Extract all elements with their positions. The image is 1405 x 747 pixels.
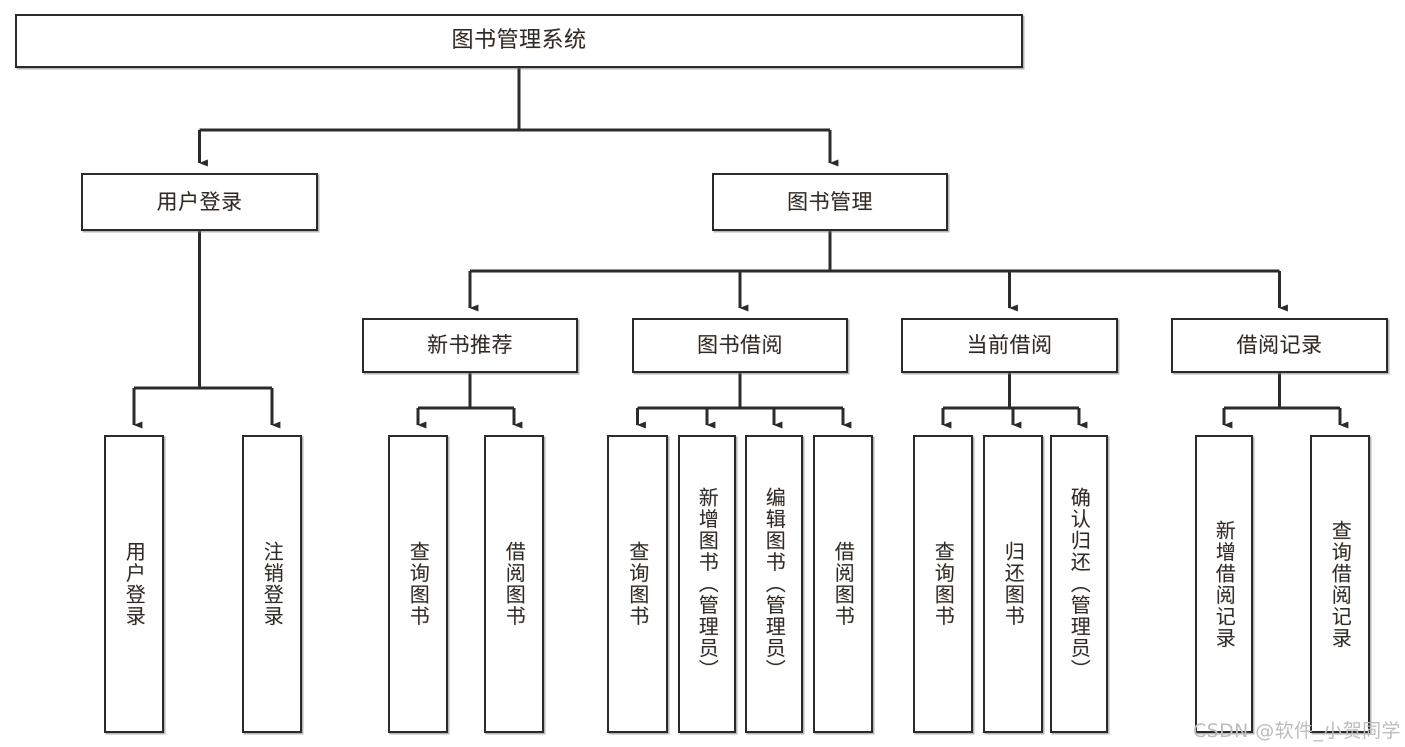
node-leaf-edit-book-admin-label: 编辑图书（管理员）: [762, 487, 787, 681]
node-leaf-query-borrow-record-label: 查询借阅记录: [1328, 519, 1353, 649]
node-book-management[interactable]: 图书管理: [712, 173, 948, 231]
node-leaf-query-books-current[interactable]: 查询图书: [913, 435, 973, 733]
node-leaf-return-books-label: 归还图书: [1001, 541, 1026, 627]
node-leaf-logout-label: 注销登录: [260, 541, 285, 627]
node-user-login-label: 用户登录: [156, 189, 243, 214]
node-root-label: 图书管理系统: [451, 28, 587, 54]
node-leaf-add-borrow-record[interactable]: 新增借阅记录: [1195, 435, 1253, 733]
node-leaf-add-book-admin[interactable]: 新增图书（管理员）: [678, 435, 736, 733]
node-leaf-query-books-recommend-label: 查询图书: [406, 541, 431, 627]
node-borrow-record[interactable]: 借阅记录: [1171, 318, 1388, 373]
node-current-borrow[interactable]: 当前借阅: [901, 318, 1118, 373]
node-leaf-user-login[interactable]: 用户登录: [104, 435, 164, 733]
node-leaf-return-books[interactable]: 归还图书: [983, 435, 1043, 733]
node-user-login[interactable]: 用户登录: [81, 173, 318, 231]
node-book-borrow-label: 图书借阅: [697, 333, 783, 358]
node-leaf-logout[interactable]: 注销登录: [242, 435, 302, 733]
node-leaf-borrow-books-recommend[interactable]: 借阅图书: [484, 435, 544, 733]
node-leaf-add-book-admin-label: 新增图书（管理员）: [695, 487, 720, 681]
node-new-book-recommend-label: 新书推荐: [427, 333, 513, 358]
node-borrow-record-label: 借阅记录: [1236, 333, 1323, 358]
node-leaf-user-login-label: 用户登录: [122, 541, 147, 627]
node-book-management-label: 图书管理: [787, 189, 873, 214]
node-root[interactable]: 图书管理系统: [15, 14, 1023, 68]
node-leaf-query-books-current-label: 查询图书: [931, 541, 956, 627]
node-leaf-borrow-books-borrow-label: 借阅图书: [831, 541, 856, 627]
node-leaf-query-books-borrow[interactable]: 查询图书: [607, 435, 668, 733]
node-leaf-edit-book-admin[interactable]: 编辑图书（管理员）: [745, 435, 803, 733]
node-leaf-query-books-recommend[interactable]: 查询图书: [388, 435, 448, 733]
node-current-borrow-label: 当前借阅: [966, 333, 1053, 358]
node-leaf-add-borrow-record-label: 新增借阅记录: [1212, 519, 1237, 649]
node-leaf-borrow-books-borrow[interactable]: 借阅图书: [813, 435, 873, 733]
node-leaf-borrow-books-recommend-label: 借阅图书: [502, 541, 527, 627]
node-book-borrow[interactable]: 图书借阅: [632, 318, 848, 373]
node-new-book-recommend[interactable]: 新书推荐: [362, 318, 578, 373]
node-leaf-query-books-borrow-label: 查询图书: [625, 541, 650, 627]
node-leaf-confirm-return-admin[interactable]: 确认归还（管理员）: [1050, 435, 1108, 733]
node-leaf-confirm-return-admin-label: 确认归还（管理员）: [1067, 487, 1092, 681]
node-leaf-query-borrow-record[interactable]: 查询借阅记录: [1310, 435, 1370, 733]
